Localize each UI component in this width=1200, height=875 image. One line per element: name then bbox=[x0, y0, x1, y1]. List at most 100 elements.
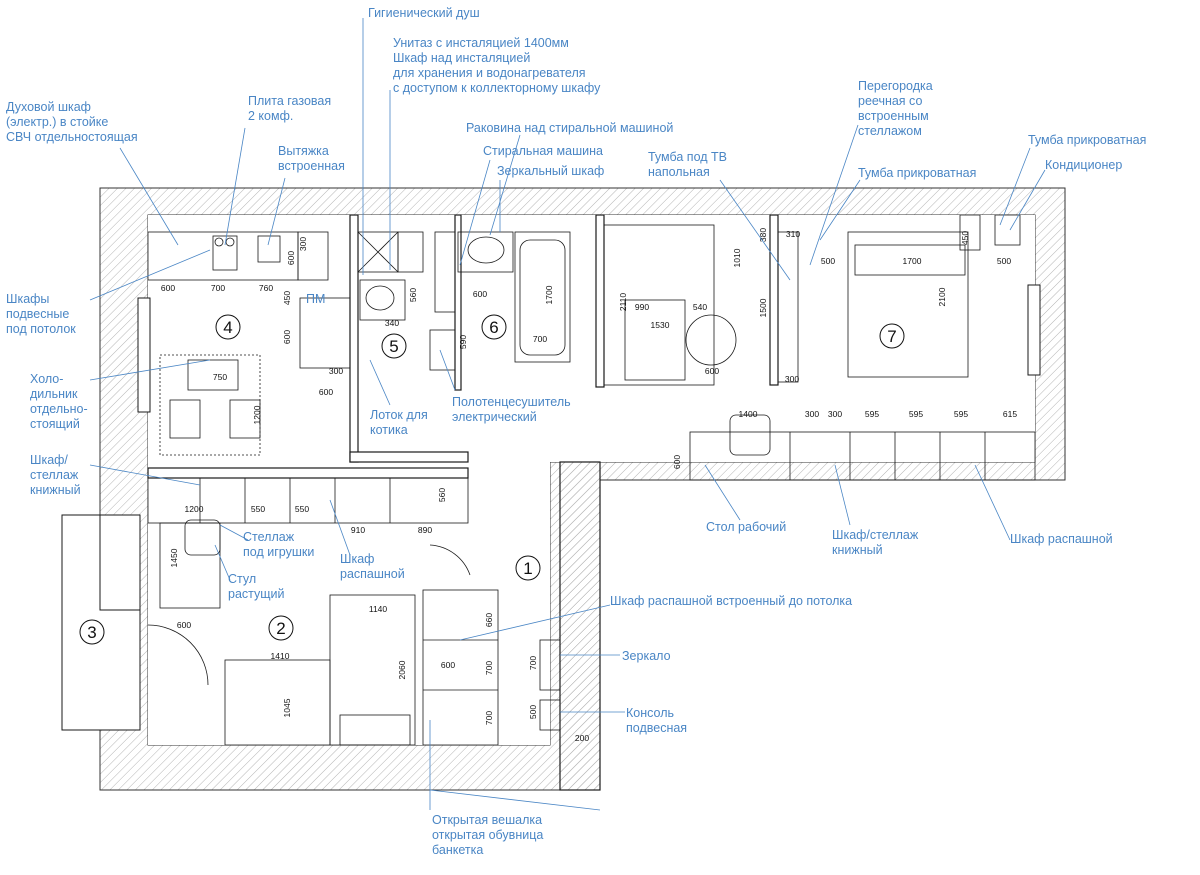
dimension-label: 1010 bbox=[732, 248, 742, 267]
dimension-label: 500 bbox=[997, 256, 1011, 266]
annotation-toy-shelf: Стеллаж под игрушки bbox=[243, 530, 315, 559]
dimension-label: 2060 bbox=[397, 660, 407, 679]
dimension-label: 600 bbox=[441, 660, 455, 670]
dimension-label: 600 bbox=[672, 455, 682, 469]
room-number-circle bbox=[481, 314, 507, 340]
room-number-circle bbox=[515, 555, 541, 581]
annotation-leaders bbox=[89, 18, 1046, 811]
annotation-desk: Стол рабочий bbox=[706, 520, 787, 534]
annotation-washing-machine: Стиральная машина bbox=[483, 144, 603, 158]
dimension-label: 1045 bbox=[282, 698, 292, 717]
annotation-pm: ПМ bbox=[306, 292, 326, 306]
dimension-label: 450 bbox=[282, 291, 292, 305]
dimension-label: 1700 bbox=[903, 256, 922, 266]
dimension-label: 700 bbox=[484, 711, 494, 725]
dimension-label: 560 bbox=[408, 288, 418, 302]
annotation-swing-wardrobe: Шкаф распашной bbox=[1010, 532, 1113, 546]
dimension-label: 550 bbox=[251, 504, 265, 514]
room-number-circle bbox=[79, 619, 105, 645]
dimension-label: 700 bbox=[533, 334, 547, 344]
dimension-label: 600 bbox=[177, 620, 191, 630]
dimension-label: 615 bbox=[1003, 409, 1017, 419]
windows bbox=[61, 284, 1041, 731]
annotation-fridge: Холо- дильник отдельно- стоящий bbox=[30, 372, 88, 431]
dimension-label: 595 bbox=[954, 409, 968, 419]
annotation-sink-over-washer: Раковина над стиральной машиной bbox=[466, 121, 674, 135]
dimension-label: 600 bbox=[286, 251, 296, 265]
dimension-label: 300 bbox=[785, 374, 799, 384]
annotation-hygienic-shower: Гигиенический душ bbox=[368, 6, 480, 20]
annotation-mirror: Зеркало bbox=[622, 649, 671, 663]
annotation-growing-chair: Стул растущий bbox=[228, 572, 285, 601]
dimension-label: 700 bbox=[484, 661, 494, 675]
dimension-label: 300 bbox=[329, 366, 343, 376]
annotation-cat-tray: Лоток для котика bbox=[370, 408, 428, 437]
dimension-label: 500 bbox=[528, 705, 538, 719]
dimension-label: 310 bbox=[786, 229, 800, 239]
annotation-bookshelf-left: Шкаф/ стеллаж книжный bbox=[30, 453, 81, 497]
dimension-label: 1530 bbox=[651, 320, 670, 330]
room-number-circle bbox=[879, 323, 905, 349]
dimension-label: 1450 bbox=[169, 548, 179, 567]
dimension-label: 300 bbox=[805, 409, 819, 419]
dimension-label: 540 bbox=[693, 302, 707, 312]
room-number: 6 bbox=[489, 318, 498, 337]
dimension-label: 600 bbox=[161, 283, 175, 293]
annotation-towel-dryer: Полотенцесушитель электрический bbox=[452, 395, 571, 424]
dimension-label: 910 bbox=[351, 525, 365, 535]
dimension-label: 1200 bbox=[252, 405, 262, 424]
dimension-label: 760 bbox=[259, 283, 273, 293]
annotation-toilet-cabinet: Унитаз с инсталяцией 1400мм Шкаф над инс… bbox=[393, 36, 601, 95]
annotation-oven: Духовой шкаф (электр.) в стойке СВЧ отде… bbox=[6, 100, 138, 144]
annotation-conditioner: Кондиционер bbox=[1045, 158, 1123, 172]
dimension-label: 300 bbox=[828, 409, 842, 419]
annotation-hanger-shoe: Открытая вешалка открытая обувница банке… bbox=[432, 813, 544, 857]
dimension-label: 1700 bbox=[544, 285, 554, 304]
dimension-label: 500 bbox=[821, 256, 835, 266]
annotation-bookshelf-right: Шкаф/стеллаж книжный bbox=[832, 528, 919, 557]
dimension-label: 700 bbox=[528, 656, 538, 670]
dimension-label: 750 bbox=[213, 372, 227, 382]
living-bedroom-furniture bbox=[603, 214, 1036, 481]
dimension-label: 590 bbox=[458, 335, 468, 349]
dimension-label: 1410 bbox=[271, 651, 290, 661]
nursery-furniture bbox=[147, 477, 471, 746]
kitchen-furniture bbox=[147, 231, 351, 456]
dimension-label: 1500 bbox=[758, 298, 768, 317]
room-number: 3 bbox=[87, 623, 96, 642]
annotation-gas-hob: Плита газовая 2 комф. bbox=[248, 94, 332, 123]
dimension-label: 600 bbox=[282, 330, 292, 344]
dimension-label: 560 bbox=[437, 488, 447, 502]
annotation-partition: Перегородка реечная со встроенным стелла… bbox=[858, 79, 933, 138]
dimension-label: 550 bbox=[295, 504, 309, 514]
dimension-label: 990 bbox=[635, 302, 649, 312]
annotation-builtin-wardrobe: Шкаф распашной встроенный до потолка bbox=[610, 594, 853, 608]
dimension-label: 300 bbox=[298, 237, 308, 251]
dimension-label: 1400 bbox=[739, 409, 758, 419]
room-number: 7 bbox=[887, 327, 896, 346]
dimension-label: 595 bbox=[909, 409, 923, 419]
dimension-label: 2110 bbox=[618, 293, 628, 312]
dimension-label: 600 bbox=[705, 366, 719, 376]
dimension-label: 340 bbox=[385, 318, 399, 328]
dimension-label: 700 bbox=[211, 283, 225, 293]
room-number-circle bbox=[381, 333, 407, 359]
annotation-bedside-2: Тумба прикроватная bbox=[1028, 133, 1147, 147]
dimension-label: 600 bbox=[319, 387, 333, 397]
annotation-tv-stand: Тумба под ТВ напольная bbox=[648, 150, 727, 179]
room-number-circle bbox=[268, 615, 294, 641]
dimension-label: 1140 bbox=[369, 604, 388, 614]
room-number: 4 bbox=[223, 318, 232, 337]
dimension-label: 1200 bbox=[185, 504, 204, 514]
annotation-wall-cabinets: Шкафы подвесные под потолок bbox=[6, 292, 76, 336]
dimension-label: 595 bbox=[865, 409, 879, 419]
annotation-mirror-cabinet: Зеркальный шкаф bbox=[497, 164, 605, 178]
dimension-label: 600 bbox=[473, 289, 487, 299]
annotation-console: Консоль подвесная bbox=[626, 706, 688, 735]
room-number: 2 bbox=[276, 619, 285, 638]
annotation-swing-wardrobe-small: Шкаф распашной bbox=[340, 552, 405, 581]
room-number: 5 bbox=[389, 337, 398, 356]
